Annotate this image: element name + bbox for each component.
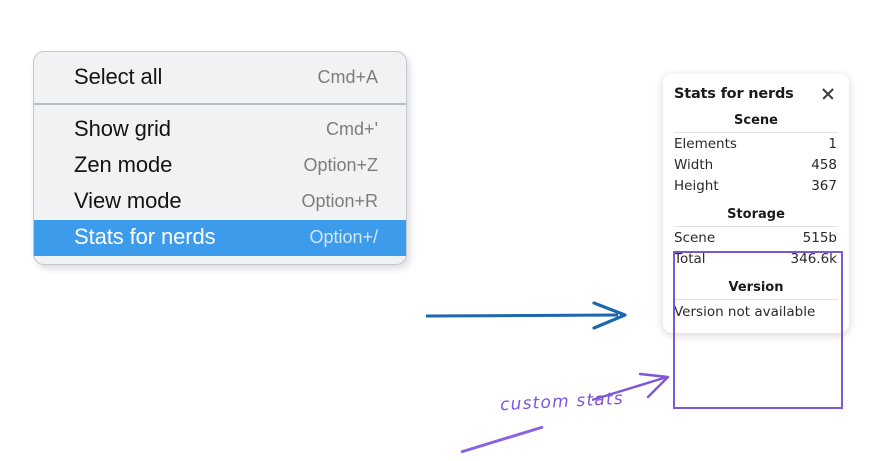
menu-item-zen-mode[interactable]: Zen mode Option+Z xyxy=(34,148,406,184)
context-menu[interactable]: Select all Cmd+A Show grid Cmd+' Zen mod… xyxy=(33,51,407,265)
stat-label: Total xyxy=(674,251,706,267)
version-value: Version not available xyxy=(674,304,816,320)
close-icon[interactable] xyxy=(820,86,836,102)
stat-label: Height xyxy=(674,178,719,194)
section-heading-version: Version xyxy=(728,280,784,295)
menu-group-1: Select all Cmd+A xyxy=(34,52,406,103)
menu-item-shortcut: Cmd+' xyxy=(326,118,378,139)
stats-section-version: Version Version not available xyxy=(663,269,849,321)
menu-item-stats-for-nerds[interactable]: Stats for nerds Option+/ xyxy=(34,220,406,256)
menu-item-shortcut: Option+/ xyxy=(309,226,378,247)
stat-value: 346.6k xyxy=(790,251,837,267)
stat-row-height: Height 367 xyxy=(663,175,849,196)
menu-item-shortcut: Option+R xyxy=(301,190,378,211)
stats-panel-title: Stats for nerds xyxy=(674,86,794,102)
menu-item-label: Stats for nerds xyxy=(74,224,216,249)
menu-group-2: Show grid Cmd+' Zen mode Option+Z View m… xyxy=(34,105,406,264)
menu-item-shortcut: Cmd+A xyxy=(317,66,378,87)
menu-item-view-mode[interactable]: View mode Option+R xyxy=(34,184,406,220)
stat-row-total-storage: Total 346.6k xyxy=(663,248,849,269)
menu-item-shortcut: Option+Z xyxy=(303,154,378,175)
stat-value: 515b xyxy=(802,230,837,246)
menu-separator xyxy=(34,103,406,105)
menu-item-label: Zen mode xyxy=(74,152,173,177)
menu-item-label: Select all xyxy=(74,64,163,89)
stat-label: Elements xyxy=(674,136,737,152)
stats-panel-header: Stats for nerds xyxy=(663,84,849,102)
section-divider xyxy=(674,132,838,133)
stat-label: Width xyxy=(674,157,714,173)
menu-item-select-all[interactable]: Select all Cmd+A xyxy=(34,60,406,96)
purple-underline-annotation xyxy=(460,425,544,454)
stat-label: Scene xyxy=(674,230,716,246)
blue-arrow-annotation xyxy=(425,301,627,330)
section-heading-storage: Storage xyxy=(727,207,785,222)
menu-item-label: View mode xyxy=(74,188,182,213)
stats-section-scene: Scene Elements 1 Width 458 Height 367 xyxy=(663,102,849,196)
stat-value: 367 xyxy=(811,178,837,194)
section-divider xyxy=(674,299,838,300)
stat-row-elements: Elements 1 xyxy=(663,133,849,154)
stat-row-width: Width 458 xyxy=(663,154,849,175)
stat-value: 458 xyxy=(811,157,837,173)
section-heading-scene: Scene xyxy=(734,113,778,128)
stat-value: 1 xyxy=(828,136,837,152)
menu-item-show-grid[interactable]: Show grid Cmd+' xyxy=(34,112,406,148)
stats-section-storage: Storage Scene 515b Total 346.6k xyxy=(663,196,849,269)
menu-item-label: Show grid xyxy=(74,116,171,141)
stat-row-scene-storage: Scene 515b xyxy=(663,227,849,248)
section-divider xyxy=(674,226,838,227)
stats-for-nerds-panel: Stats for nerds Scene Elements 1 Width 4… xyxy=(663,74,849,333)
custom-stats-annotation-label: custom stats xyxy=(499,388,625,416)
